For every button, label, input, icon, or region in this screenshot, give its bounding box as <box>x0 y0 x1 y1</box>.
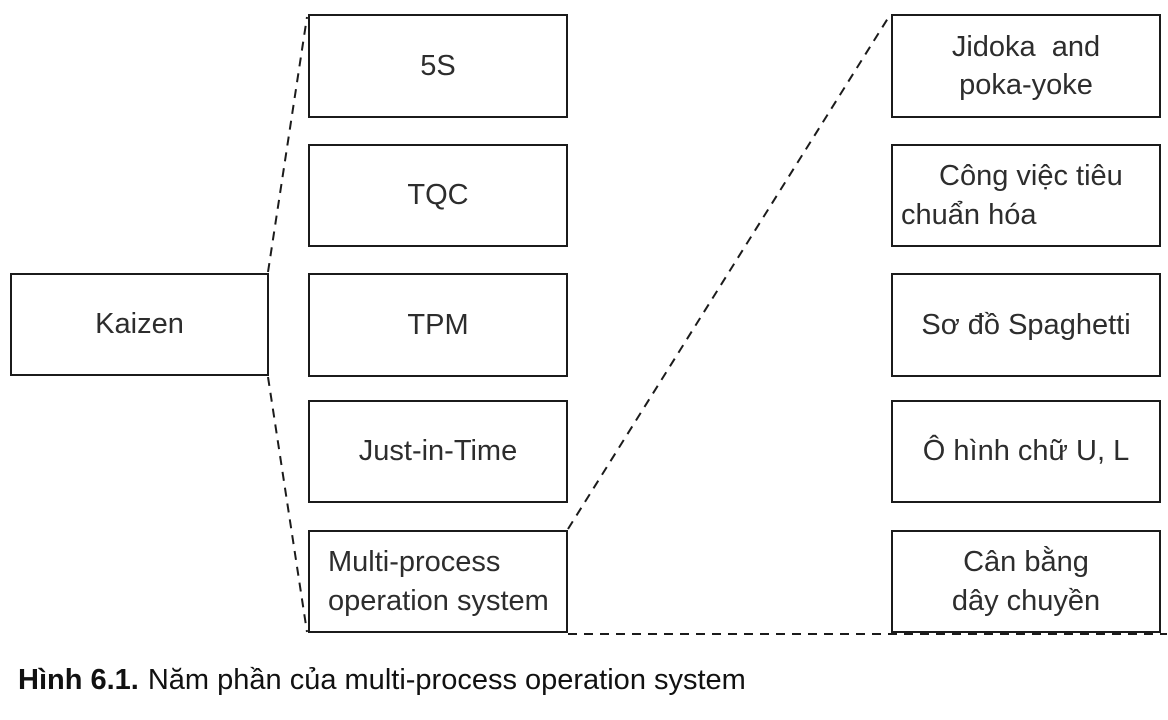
box-just-in-time: Just-in-Time <box>308 400 568 503</box>
box-just-in-time-label: Just-in-Time <box>358 435 518 468</box>
box-spaghetti-label: Sơ đồ Spaghetti <box>921 308 1131 341</box>
box-standardized-work: Công việc tiêu chuẩn hóa <box>891 144 1161 247</box>
box-u-l-cells-label: Ô hình chữ U, L <box>922 435 1130 468</box>
connector-kaizen-to-multiprocess <box>267 376 308 633</box>
box-tpm: TPM <box>308 273 568 377</box>
box-jidoka-label: Jidoka and poka-yoke <box>951 30 1101 101</box>
box-jidoka-poka-yoke: Jidoka and poka-yoke <box>891 14 1161 118</box>
box-spaghetti-diagram: Sơ đồ Spaghetti <box>891 273 1161 377</box>
box-line-balancing: Cân bằng dây chuyền <box>891 530 1161 633</box>
figure-caption: Hình 6.1.Năm phần của multi-process oper… <box>18 664 746 697</box>
box-standardized-work-label: Công việc tiêu chuẩn hóa <box>901 160 1123 231</box>
box-tqc-label: TQC <box>407 179 469 212</box>
connector-kaizen-to-5s <box>267 16 308 273</box>
figure-caption-text: Năm phần của multi-process operation sys… <box>147 664 746 696</box>
box-kaizen: Kaizen <box>10 273 269 376</box>
box-5s: 5S <box>308 14 568 118</box>
figure-caption-number: Hình 6.1. <box>18 664 139 696</box>
box-line-balancing-label: Cân bằng dây chuyền <box>951 546 1101 617</box>
box-multi-process-operation-system: Multi-process operation system <box>308 530 568 633</box>
box-kaizen-label: Kaizen <box>95 308 184 341</box>
box-u-l-cells: Ô hình chữ U, L <box>891 400 1161 503</box>
connector-multiprocess-to-jidoka <box>567 14 891 530</box>
box-5s-label: 5S <box>420 49 456 82</box>
box-tqc: TQC <box>308 144 568 247</box>
box-multi-process-label: Multi-process operation system <box>328 546 549 617</box>
box-tpm-label: TPM <box>407 308 469 341</box>
